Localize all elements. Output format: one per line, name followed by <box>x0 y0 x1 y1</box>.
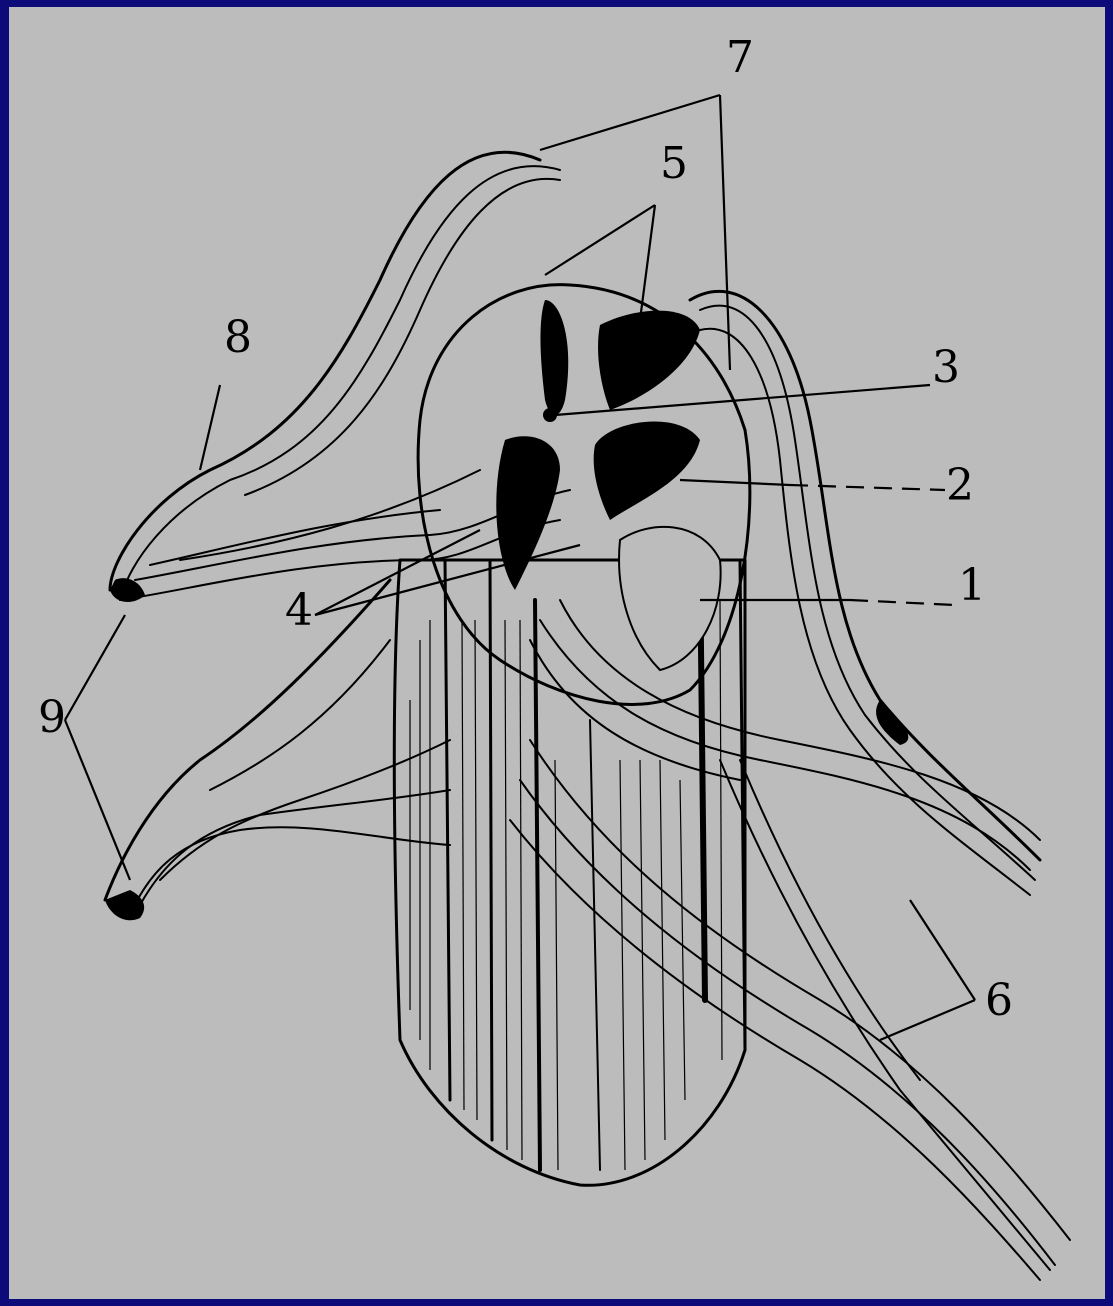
label-4: 4 <box>285 585 313 636</box>
label-7: 7 <box>726 32 754 83</box>
diagram-canvas: 7 5 8 3 2 1 4 9 6 <box>9 7 1105 1299</box>
label-9: 9 <box>38 692 66 743</box>
label-6: 6 <box>985 975 1013 1026</box>
label-1: 1 <box>958 560 986 611</box>
spinal-cord-column <box>394 560 745 1185</box>
label-2: 2 <box>946 460 974 511</box>
label-5: 5 <box>660 138 688 189</box>
cord-cross-section <box>418 285 750 705</box>
label-8: 8 <box>224 312 252 363</box>
spinal-cord-diagram: 7 5 8 3 2 1 4 9 6 <box>9 7 1105 1299</box>
right-nerve-roots <box>510 291 1070 1280</box>
label-3: 3 <box>932 342 960 393</box>
